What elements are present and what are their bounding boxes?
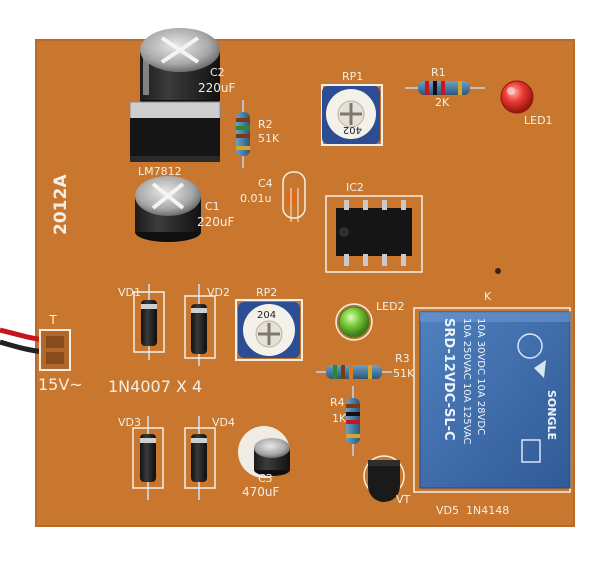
c4-ref: C4: [258, 177, 273, 190]
diode-bridge-note: 1N4007 X 4: [108, 377, 202, 396]
r3-value: 51K: [393, 367, 415, 380]
c3-ref: C3: [258, 472, 273, 485]
diode-vd1: [133, 284, 165, 360]
relay-songle: [413, 307, 571, 493]
c2-ref: C2: [210, 66, 225, 79]
capacitor-c3: [238, 426, 290, 478]
lm7812-ref: LM7812: [138, 165, 182, 178]
capacitor-c2: [140, 28, 220, 108]
diode-vd3: [132, 416, 164, 500]
trimpot-rp2: [235, 299, 303, 361]
r2-value: 51K: [258, 132, 280, 145]
vd2-ref: VD2: [207, 286, 230, 299]
r1-ref: R1: [431, 66, 446, 79]
transistor-vt: [363, 455, 405, 502]
trimpot-rp1: [321, 84, 383, 146]
vd5-ref: VD5: [436, 504, 459, 517]
relay-model: SRD-12VDC-SL-C: [441, 318, 456, 441]
c1-value: 220uF: [197, 215, 235, 229]
relay-ref: K: [484, 290, 492, 303]
vt-ref: VT: [396, 493, 411, 506]
c2-value: 220uF: [198, 81, 236, 95]
relay-rating-2: 10A 30VDC 10A 28VDC: [475, 318, 486, 435]
r1-value: 2K: [435, 96, 450, 109]
vd3-ref: VD3: [118, 416, 141, 429]
diode-vd2: [184, 284, 216, 366]
regulator-lm7812: [129, 101, 221, 162]
capacitor-c1: [135, 176, 201, 242]
rp2-ref: RP2: [256, 286, 277, 299]
r3-ref: R3: [395, 352, 410, 365]
c1-ref: C1: [205, 200, 220, 213]
diode-vd4: [184, 416, 216, 500]
ic2-chip: [325, 195, 423, 273]
led2-ref: LED2: [376, 300, 405, 313]
c4-value: 0.01u: [240, 192, 271, 205]
c3-value: 470uF: [242, 485, 280, 499]
r2-ref: R2: [258, 118, 273, 131]
input-voltage-label: 15V~: [38, 375, 83, 394]
resistor-r2: [236, 100, 250, 168]
led2-green: [335, 303, 373, 341]
resistor-r1: [405, 81, 485, 95]
relay-rating-1: 10A 250VAC 10A 125VAC: [461, 318, 472, 445]
pin-label: T: [48, 313, 57, 327]
rp1-ref: RP1: [342, 70, 363, 83]
capacitor-c4: [282, 171, 306, 222]
vd5-value: 1N4148: [466, 504, 509, 517]
led1-ref: LED1: [524, 114, 553, 127]
board-id: 2012A: [51, 174, 71, 235]
vd1-ref: VD1: [118, 286, 141, 299]
led1-red: [500, 80, 534, 114]
r4-ref: R4: [330, 396, 345, 409]
relay-brand: SONGLE: [545, 390, 558, 440]
r4-value: 1K: [332, 412, 347, 425]
ic2-ref: IC2: [346, 181, 364, 194]
rp2-marking: 204: [257, 310, 276, 321]
resistor-r3: [316, 365, 392, 379]
rp1-marking: 402: [343, 124, 362, 135]
vd4-ref: VD4: [212, 416, 235, 429]
resistor-r4: [346, 386, 360, 456]
